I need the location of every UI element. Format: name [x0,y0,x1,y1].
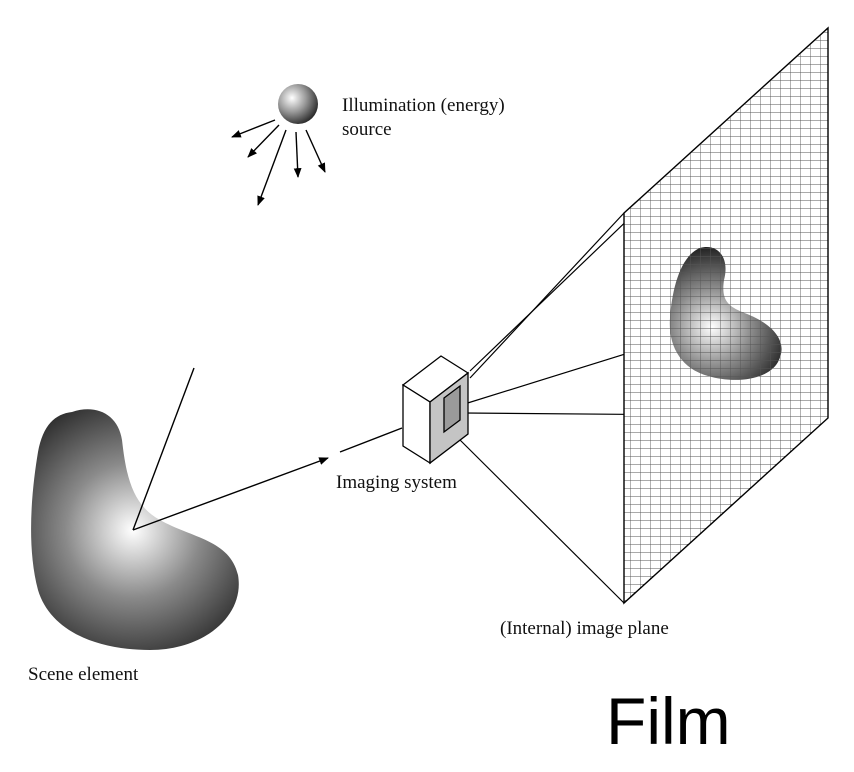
scene-normal-line [132,367,195,531]
scene-element [31,367,403,650]
scene-element-label: Scene element [28,664,139,685]
image-plane-border [623,26,829,605]
lens-aperture-icon [443,384,461,434]
illumination-source [231,84,326,206]
illumination-label: Illumination (energy) [342,95,505,116]
light-ray [231,119,276,138]
illumination-label-line2: source [342,119,392,140]
imaging-system-label: Imaging system [336,472,457,493]
light-ray [257,129,287,206]
light-ray [247,124,280,158]
image-plane [623,26,829,605]
film-label: Film [606,684,731,758]
light-sphere-icon [278,84,318,124]
light-ray [293,131,302,178]
image-plane-label: (Internal) image plane [500,618,669,639]
imaging-system [401,355,470,465]
light-ray [305,129,326,173]
image-plane-grid [624,28,828,603]
reflected-ray [132,457,329,531]
light-rays [231,119,326,206]
incoming-ray-segment [339,427,403,453]
